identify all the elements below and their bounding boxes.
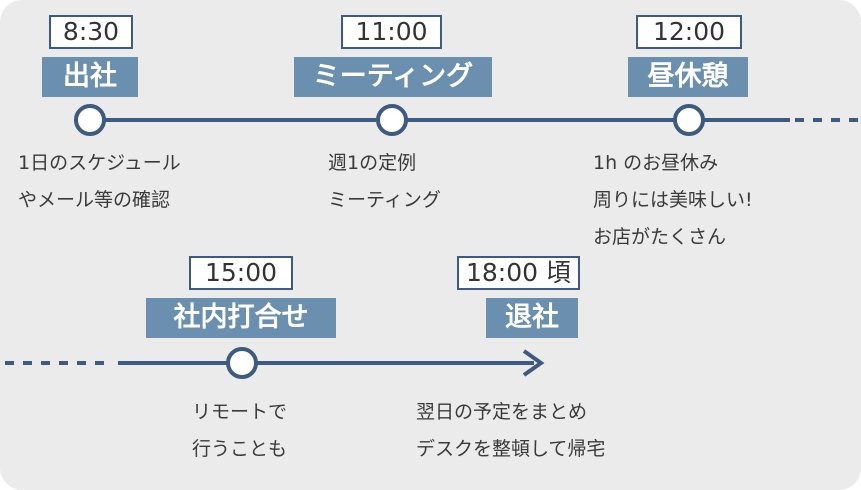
time-box-1800: 18:00 頃 [457,256,580,290]
timeline-node-1500 [226,347,258,379]
event-label-internal-meeting: 社内打合せ [146,298,336,338]
event-label-meeting: ミーティング [294,57,492,97]
timeline-node-1100 [376,104,408,136]
event-desc-internal-meeting: リモートで 行うことも [192,401,288,460]
timeline-node-0830 [74,104,106,136]
time-box-1200: 12:00 [636,15,742,49]
time-box-0830: 8:30 [49,15,133,49]
time-box-1500: 15:00 [189,256,293,290]
event-label-leave: 退社 [486,298,578,338]
time-box-1100: 11:00 [341,15,442,49]
event-desc-lunch: 1h のお昼休み 周りには美味しい! お店がたくさん [593,152,753,248]
event-desc-leave: 翌日の予定をまとめ デスクを整頓して帰宅 [416,401,606,460]
event-label-lunch: 昼休憩 [628,57,748,97]
event-desc-meeting: 週1の定例 ミーティング [328,152,441,211]
timeline-arrowhead [522,349,545,377]
timeline-node-1200 [673,104,705,136]
event-desc-arrival: 1日のスケジュール やメール等の確認 [18,152,181,211]
event-label-arrival: 出社 [42,57,138,97]
